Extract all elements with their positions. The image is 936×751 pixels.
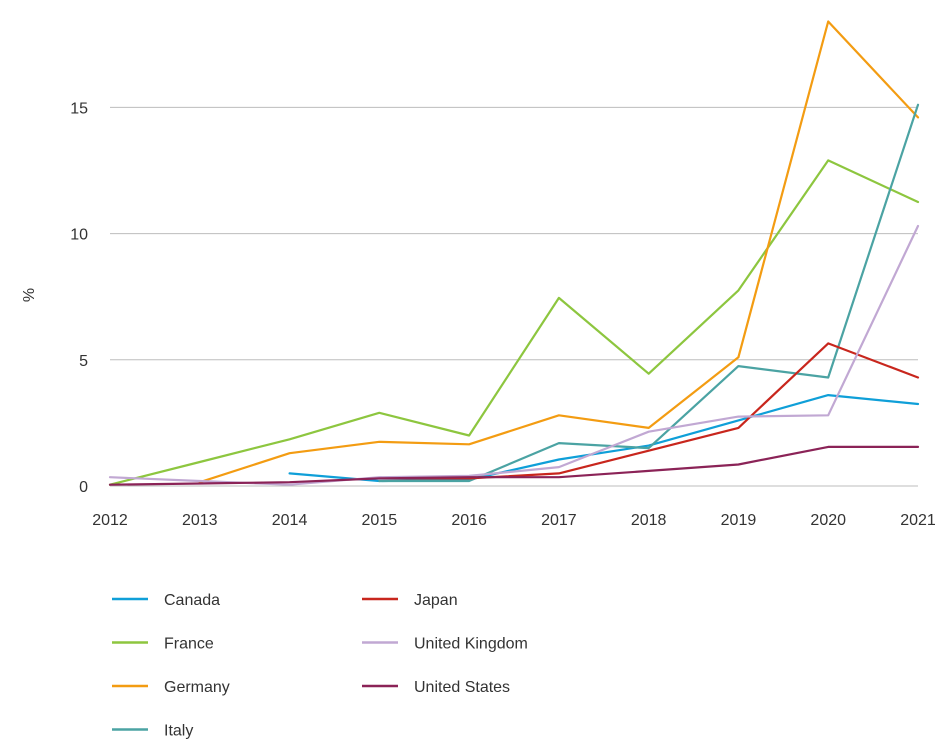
- y-axis-tick-labels: 0 5 10 15: [70, 100, 88, 496]
- x-axis-tick-labels: 2012 2013 2014 2015 2016 2017 2018 2019 2020 2021: [92, 512, 936, 529]
- x-tick-label: 2020: [810, 512, 846, 529]
- legend-label-italy: Italy: [164, 723, 193, 740]
- y-tick-label: 5: [79, 353, 88, 370]
- gridlines: [110, 106, 918, 487]
- legend-label-japan: Japan: [414, 592, 458, 609]
- series-line-germany: [198, 20, 920, 484]
- x-tick-label: 2017: [541, 512, 577, 529]
- x-tick-label: 2015: [362, 512, 398, 529]
- x-tick-label: 2021: [900, 512, 936, 529]
- legend-label-canada: Canada: [164, 592, 220, 609]
- series-line-italy: [378, 103, 920, 483]
- series-line-united-states: [108, 445, 920, 486]
- series-line-canada: [288, 394, 920, 483]
- x-tick-label: 2016: [451, 512, 487, 529]
- series-lines: [108, 20, 920, 486]
- legend-label-united-kingdom: United Kingdom: [414, 636, 528, 653]
- x-tick-label: 2013: [182, 512, 218, 529]
- series-line-united-kingdom: [108, 224, 920, 486]
- x-tick-label: 2018: [631, 512, 667, 529]
- series-line-japan: [378, 342, 920, 480]
- x-tick-label: 2019: [721, 512, 757, 529]
- x-tick-label: 2014: [272, 512, 308, 529]
- legend-label-france: France: [164, 636, 214, 653]
- legend-label-germany: Germany: [164, 679, 230, 696]
- series-line-france: [108, 159, 920, 486]
- y-tick-label: 10: [70, 227, 88, 244]
- y-tick-label: 0: [79, 479, 88, 496]
- y-axis-label: %: [21, 288, 38, 302]
- legend-label-united-states: United States: [414, 679, 510, 696]
- x-tick-label: 2012: [92, 512, 128, 529]
- y-tick-label: 15: [70, 100, 88, 117]
